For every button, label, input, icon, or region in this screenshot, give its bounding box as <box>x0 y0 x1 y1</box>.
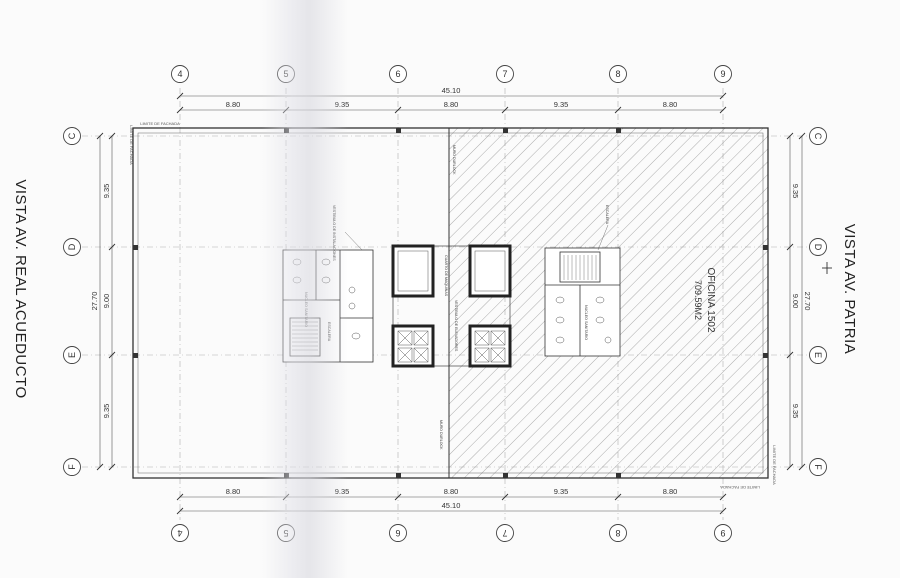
left-stair-label: ESCALERA <box>327 322 331 342</box>
grid-bubbles-right: C D E F <box>809 127 827 476</box>
building-inner-outline <box>137 132 764 474</box>
right-view-title: VISTA AV. PATRIA <box>841 224 858 355</box>
grid-column-label: 5 <box>283 69 288 79</box>
right-core <box>544 247 621 357</box>
grid-column-label: 4 <box>177 69 182 79</box>
dim-bay: 9.35 <box>554 100 569 109</box>
dim-bay: 8.80 <box>444 100 459 109</box>
grid-column-label: 9 <box>720 69 725 79</box>
north-arrow-icon <box>822 262 832 274</box>
grid-column-label: 8 <box>615 69 620 79</box>
dim-left-total: 27.70 <box>90 292 99 311</box>
dimension-ticks <box>96 92 806 515</box>
dim-row: 9.35 <box>102 184 111 199</box>
dim-bay: 9.35 <box>335 487 350 496</box>
grid-bubble: 5 <box>277 524 295 542</box>
dim-right-total: 27.70 <box>803 292 812 311</box>
grid-row-label: D <box>67 243 77 250</box>
grid-column-label: 4 <box>177 528 182 538</box>
grid-bubble: D <box>63 238 81 256</box>
dimension-lines <box>99 95 803 512</box>
dim-row: 9.35 <box>102 404 111 419</box>
grid-bubble: E <box>809 346 827 364</box>
grid-row-label: C <box>67 132 77 139</box>
grid-column-label: 7 <box>502 528 507 538</box>
dim-bay: 8.80 <box>226 100 241 109</box>
left-core <box>282 249 374 363</box>
grid-row-label: E <box>813 352 823 358</box>
grid-bubble: E <box>63 346 81 364</box>
dim-bay: 8.80 <box>226 487 241 496</box>
office-area: 709.59M2 <box>693 280 703 320</box>
grid-row-label: F <box>67 464 77 470</box>
goods-elevator-label: CUARTO DE MAQUINAS <box>444 255 448 297</box>
dim-top-total: 45.10 <box>442 86 461 95</box>
dim-bottom-total: 45.10 <box>442 501 461 510</box>
grid-row-label: F <box>813 464 823 470</box>
dim-row: 9.35 <box>791 404 800 419</box>
dim-bay: 8.80 <box>663 487 678 496</box>
dim-bay: 8.80 <box>444 487 459 496</box>
facade-limit-label: LIMITE DE FACHADA <box>772 445 777 485</box>
grid-bubble: 8 <box>609 524 627 542</box>
elevator-hall-label: VESTIBULO DE ELEVADORES <box>454 300 458 352</box>
dim-bay: 9.35 <box>554 487 569 496</box>
grid-bubble: F <box>63 458 81 476</box>
grid-bubble: 7 <box>496 65 514 83</box>
grid-bubble: 6 <box>389 524 407 542</box>
left-toilets-label: NUCLEO SANITARIO <box>304 292 308 327</box>
grid-bubble: 4 <box>171 65 189 83</box>
grid-row-label: E <box>67 352 77 358</box>
facade-limit-label: LIMITE DE FACHADA <box>129 125 134 165</box>
left-view-title: VISTA AV. REAL ACUEDUCTO <box>12 179 29 398</box>
office-name: OFICINA 1502 <box>705 267 716 332</box>
grid-column-label: 6 <box>395 528 400 538</box>
grid-row-label: C <box>813 133 823 140</box>
grid-bubbles-bottom: 4 5 6 7 8 9 <box>171 524 732 542</box>
elevator-cabins <box>397 250 506 363</box>
grid-column-label: 6 <box>395 69 400 79</box>
grid-column-label: 9 <box>720 528 725 538</box>
grid-bubbles-left: C D E F <box>63 127 81 476</box>
grid-bubble: F <box>809 458 827 476</box>
right-toilet-fixtures <box>555 296 612 344</box>
facade-limit-label: LIMITE DE FACHADA <box>720 485 760 490</box>
dim-bay: 8.80 <box>663 100 678 109</box>
building-outline <box>132 127 769 479</box>
grid-row-label: D <box>813 244 823 251</box>
grid-bubble: 9 <box>714 524 732 542</box>
grid-bubble: 6 <box>389 65 407 83</box>
dim-row: 9.35 <box>791 184 800 199</box>
right-toilets-label: NUCLEO SANITARIO <box>584 305 588 340</box>
shaft-note: VESTIBULO DE INSTALACIONES <box>332 205 336 261</box>
grid-bubble: 9 <box>714 65 732 83</box>
grid-bubble: C <box>809 127 827 145</box>
duct-label: MURO DURLOCK <box>452 145 456 175</box>
grid-bubble: 8 <box>609 65 627 83</box>
grid-bubble: C <box>63 127 81 145</box>
duct-label: MURO DURLOCK <box>439 420 443 450</box>
grid-column-label: 7 <box>502 69 507 79</box>
dim-bay: 9.35 <box>335 100 350 109</box>
grid-column-label: 8 <box>615 528 620 538</box>
dim-row: 9.00 <box>102 294 111 309</box>
dim-row: 9.00 <box>791 294 800 309</box>
grid-bubbles-top: 4 5 6 7 8 9 <box>171 65 732 83</box>
facade-limit-label: LIMITE DE FACHADA <box>140 121 180 126</box>
right-stair-label: ESCALERA <box>605 205 609 225</box>
grid-bubble: 4 <box>171 524 189 542</box>
grid-bubble: 7 <box>496 524 514 542</box>
grid-bubble: D <box>809 238 827 256</box>
grid-column-label: 5 <box>283 528 288 538</box>
right-stair-treads <box>563 255 597 280</box>
grid-bubble: 5 <box>277 65 295 83</box>
